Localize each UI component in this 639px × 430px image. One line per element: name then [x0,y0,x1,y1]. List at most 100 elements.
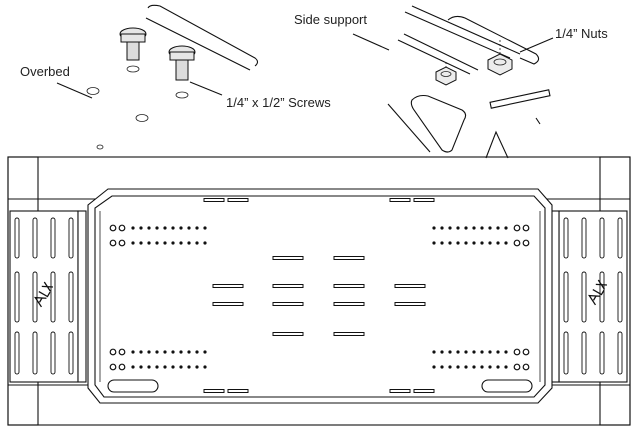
horizontal-slot [272,302,304,306]
mounting-hole [480,241,484,245]
handle-cutout-right [481,379,533,393]
mounting-hole [464,241,468,245]
corner-hole [522,239,530,247]
mounting-hole [131,350,135,354]
mounting-hole [171,350,175,354]
triangle-cutout [410,94,467,153]
vertical-slot [581,271,587,323]
mounting-hole [456,365,460,369]
vertical-slot [563,331,569,375]
vertical-slot [68,217,74,259]
mounting-hole [163,350,167,354]
mounting-hole [147,226,151,230]
mounting-hole [464,365,468,369]
mounting-hole [448,241,452,245]
mounting-hole [187,226,191,230]
horizontal-slot [272,256,304,260]
mounting-hole [163,226,167,230]
mounting-hole [155,350,159,354]
mounting-hole [163,241,167,245]
horizontal-slot [333,302,365,306]
mounting-hole [171,241,175,245]
overbed-plate-edge [147,4,259,67]
mounting-hole [203,365,207,369]
mounting-hole [179,365,183,369]
vertical-slot [599,271,605,323]
handle-cutout-left [107,379,159,393]
overbed-plate-edge-2 [145,17,251,71]
horizontal-slot [272,332,304,336]
mounting-hole [448,365,452,369]
mounting-hole [432,365,436,369]
edge-slots [203,198,435,393]
vertical-slot [617,331,623,375]
horizontal-slot [272,284,304,288]
side-support-left [9,210,79,383]
rail-edge [404,5,521,59]
corner-hole [513,239,521,247]
vertical-slot [617,217,623,259]
mounting-hole [195,350,199,354]
mounting-hole [131,241,135,245]
vertical-slot [50,331,56,375]
mounting-hole [203,350,207,354]
center-slots [212,256,426,336]
corner-hole [109,224,117,232]
mounting-hole [171,365,175,369]
corner-hole [513,224,521,232]
side-slots-right [563,217,623,375]
mounting-hole [488,226,492,230]
edge-slot [227,389,249,393]
mounting-hole [139,226,143,230]
vertical-slot [32,217,38,259]
side-support-left-lip [77,210,87,383]
vertical-slot [14,331,20,375]
brand-logo-icon [34,281,54,308]
mounting-hole [179,226,183,230]
mounting-hole [488,241,492,245]
horizontal-slot [333,332,365,336]
vertical-slot [563,271,569,323]
side-slots-left [14,217,74,375]
vertical-slot [14,271,20,323]
mounting-hole [440,350,444,354]
side-support-label: Side support [294,12,367,27]
mounting-hole [187,350,191,354]
horizontal-slot [212,284,244,288]
side-support-leader [352,33,390,51]
mounting-hole [496,365,500,369]
mounting-hole [139,241,143,245]
mounting-hole [504,350,508,354]
horizontal-slot [212,302,244,306]
rail-edge-2 [397,33,479,75]
mounting-holes [109,224,530,371]
edge-slot [203,389,225,393]
mounting-hole [139,365,143,369]
edge-slot [389,389,411,393]
mounting-hole [139,350,143,354]
corner-hole [118,239,126,247]
mounting-hole [496,226,500,230]
side-support-detail: Side support 1/4” Nuts [294,5,608,159]
mounting-hole [131,365,135,369]
corner-hole [513,348,521,356]
mounting-hole [496,350,500,354]
corner-hole [522,348,530,356]
mounting-hole [472,226,476,230]
mounting-hole [504,226,508,230]
mounting-hole [440,226,444,230]
vertical-slot [563,217,569,259]
mounting-hole [496,241,500,245]
mounting-hole [448,350,452,354]
corner-hole [118,224,126,232]
edge-slot [389,198,411,202]
mounting-hole [155,226,159,230]
mounting-hole [448,226,452,230]
mounting-hole [432,241,436,245]
edge-slot [413,198,435,202]
hole-icon [86,87,100,95]
mounting-hole [504,241,508,245]
screw-icon [119,27,147,73]
mounting-hole [147,365,151,369]
horizontal-slot [333,256,365,260]
